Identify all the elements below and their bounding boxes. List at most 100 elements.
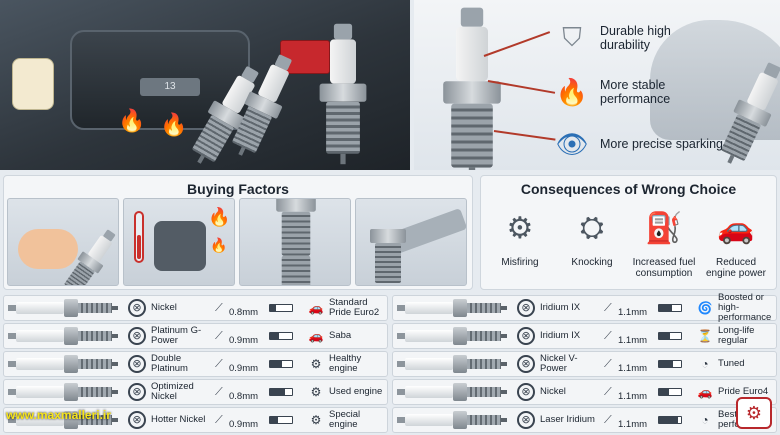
factor-tile-gap: [355, 198, 467, 286]
spark-plug-image: [397, 353, 509, 375]
product-row[interactable]: ⊗Laser Iridium⟋1.1mm◔Best performance: [392, 407, 777, 433]
factor-tile-heat-range: 🔥 🔥: [123, 198, 235, 286]
heat-level-bar: [269, 388, 293, 396]
product-name: Hotter Nickel: [151, 414, 206, 425]
gap-icon: ⟋: [215, 357, 223, 370]
factor-tile-thread: [239, 198, 351, 286]
consequence-power: 🚗 Reduced engine power: [702, 201, 770, 280]
car-icon: 🚗: [717, 211, 755, 245]
flame-icon: 🔥: [210, 237, 228, 253]
feature-label: Durable high durability: [600, 24, 671, 52]
consequence-knocking: ⛭ Knocking: [558, 201, 626, 279]
gap-value: 1.1mm: [618, 334, 648, 346]
product-name: Nickel: [151, 302, 177, 313]
spark-plug-image: [397, 381, 509, 403]
gap-icon: ⟋: [215, 329, 223, 342]
gap-icon: ⟋: [604, 357, 612, 370]
heat-level-bar: [658, 360, 682, 368]
feature-durability: ⛉ Durable high durability: [554, 20, 690, 56]
product-name: Laser Iridium: [540, 414, 595, 425]
product-row[interactable]: ⊗Double Platinum⟋0.9mm⚙Healthy engine: [3, 351, 388, 377]
engine-bay-illustration: 13 🔥 🔥: [0, 0, 410, 170]
gap-value: 0.8mm: [229, 306, 259, 318]
product-list-right: ⊗Iridium IX⟋1.1mm🌀Boosted or high-perfor…: [392, 292, 777, 433]
gap-value: 1.1mm: [618, 306, 648, 318]
electrode-type-icon: ⊗: [517, 411, 535, 429]
fuel-pump-icon: ⛽: [645, 211, 683, 245]
engine-icon: ⚙: [310, 385, 322, 399]
heat-level-bar: [658, 388, 682, 396]
consequence-label: Increased fuel consumption: [632, 257, 696, 279]
gap-icon: ⟋: [604, 301, 612, 314]
feature-stability: 🔥 More stable performance: [554, 74, 690, 110]
gap-icon: ⟋: [215, 413, 223, 426]
car-icon: 🚗: [308, 301, 324, 315]
spark-plug-image: [8, 353, 120, 375]
spark-plug-image: [8, 325, 120, 347]
spark-plug-image: [397, 409, 509, 431]
hand-illustration: [18, 229, 78, 269]
spark-plug-illustration: [443, 7, 501, 170]
product-name: Nickel: [540, 386, 566, 397]
engine-icon: ⚙: [310, 413, 322, 427]
product-name: Double Platinum: [151, 353, 188, 374]
car-icon: 🚗: [697, 385, 713, 399]
spark-plug-image: [397, 297, 509, 319]
use-case: Boosted or high-performance: [718, 292, 772, 323]
hourglass-icon: ⏳: [697, 329, 713, 343]
spark-plug-image: [8, 297, 120, 319]
piston-icon: ⛭: [580, 211, 604, 244]
flame-icon: 🔥: [208, 207, 231, 227]
product-name: Iridium IX: [540, 302, 581, 313]
spark-plug-illustration: [370, 229, 406, 283]
consequences-section: Consequences of Wrong Choice ⚙ Misfiring…: [480, 175, 777, 290]
electrode-type-icon: ⊗: [128, 355, 146, 373]
product-row[interactable]: ⊗Hotter Nickel⟋0.9mm⚙Special engine: [3, 407, 388, 433]
heat-level-bar: [658, 304, 682, 312]
spark-plug-illustration: [276, 199, 316, 285]
use-case: Tuned: [718, 358, 745, 369]
engine-badge: 13: [140, 78, 200, 96]
product-row[interactable]: ⊗Iridium IX⟋1.1mm⏳Long-life regular: [392, 323, 777, 349]
electrode-type-icon: ⊗: [128, 299, 146, 317]
gap-icon: ⟋: [215, 385, 223, 398]
product-row[interactable]: ⊗Iridium IX⟋1.1mm🌀Boosted or high-perfor…: [392, 292, 777, 323]
engine-icon: ⚙: [310, 357, 322, 371]
spark-plug-image: [8, 381, 120, 403]
product-name: Optimized Nickel: [151, 381, 194, 402]
use-case: Healthy engine: [329, 353, 362, 374]
feature-label: More stable performance: [600, 78, 671, 106]
electrode-type-icon: ⊗: [128, 327, 146, 345]
thermometer-icon: [134, 211, 144, 263]
buying-factors-section: Buying Factors 🔥 🔥: [3, 175, 473, 290]
eye-icon: 👁: [555, 128, 589, 159]
spark-plug-image: [8, 409, 120, 431]
shield-icon: ⛉: [562, 22, 582, 52]
car-icon: 🚗: [308, 329, 324, 343]
gap-icon: ⟋: [215, 301, 223, 314]
factor-tile-selection: [7, 198, 119, 286]
spark-plug-image: [397, 325, 509, 347]
flame-icon: 🔥: [118, 108, 146, 133]
use-case: Used engine: [329, 386, 383, 397]
consequence-misfiring: ⚙ Misfiring: [486, 201, 554, 279]
flame-icon: 🔥: [555, 76, 589, 107]
feature-label: More precise sparking: [600, 137, 723, 151]
product-row[interactable]: ⊗Nickel V-Power⟋1.1mm◔Tuned: [392, 351, 777, 377]
engine-icon: [154, 221, 206, 271]
gap-icon: ⟋: [604, 413, 612, 426]
product-name: Platinum G-Power: [151, 325, 202, 346]
product-row[interactable]: ⊗Optimized Nickel⟋0.8mm⚙Used engine: [3, 379, 388, 405]
heat-level-bar: [269, 416, 293, 424]
product-row[interactable]: ⊗Nickel⟋1.1mm🚗Pride Euro4: [392, 379, 777, 405]
electrode-type-icon: ⊗: [517, 327, 535, 345]
product-row[interactable]: ⊗Nickel⟋0.8mm🚗Standard Pride Euro2: [3, 295, 388, 321]
electrode-type-icon: ⊗: [517, 355, 535, 373]
use-case: Special engine: [329, 409, 361, 430]
gap-value: 1.1mm: [618, 362, 648, 374]
use-case: Pride Euro4: [718, 386, 769, 397]
product-name: Nickel V-Power: [540, 353, 578, 374]
product-row[interactable]: ⊗Platinum G-Power⟋0.9mm🚗Saba: [3, 323, 388, 349]
pointer-line: [493, 130, 556, 141]
gap-value: 1.1mm: [618, 390, 648, 402]
